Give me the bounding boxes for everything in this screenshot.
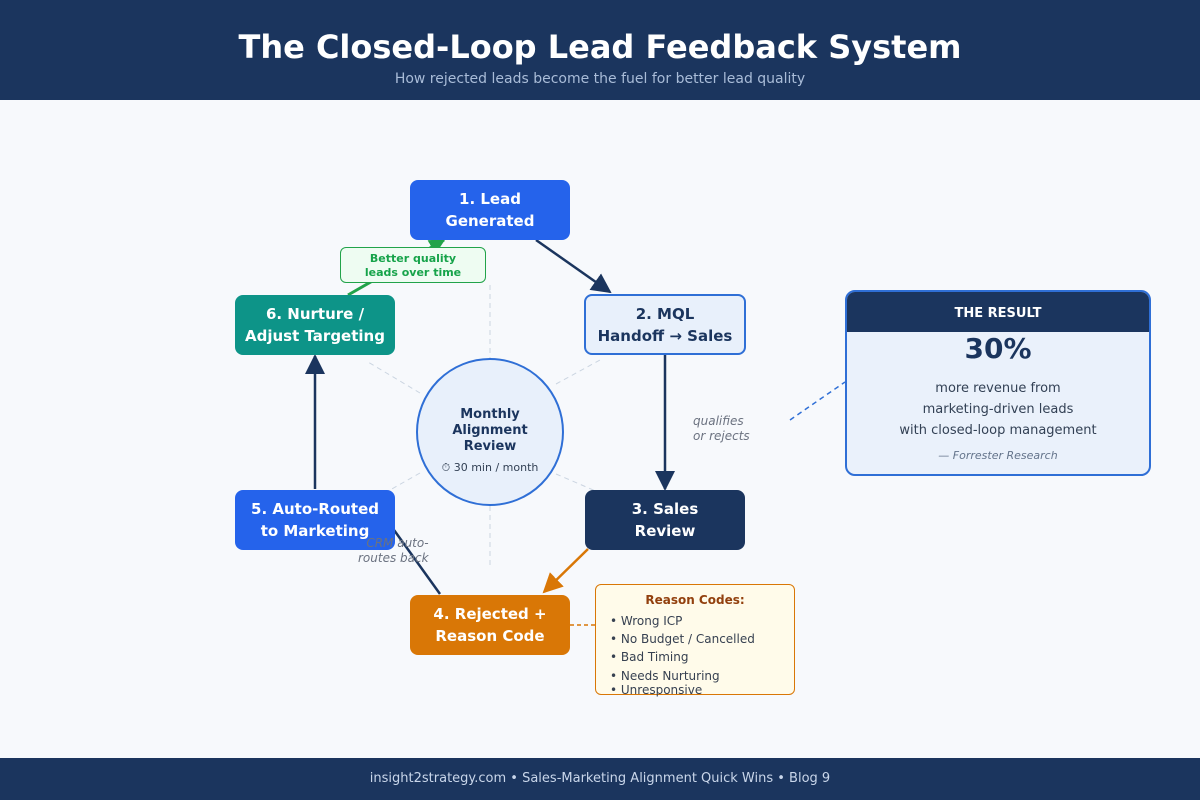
page-subtitle: How rejected leads become the fuel for b…	[394, 71, 806, 87]
hub-title: Monthly Alignment Review	[452, 407, 528, 454]
edge-label-crm: CRM auto- routes back	[358, 536, 429, 565]
step-1-label: 1. Lead Generated	[445, 190, 535, 230]
reason-code-item: • Bad Timing	[610, 650, 689, 664]
arrow-rejected-to-routed	[392, 529, 442, 595]
footer: insight2strategy.com • Sales-Marketing A…	[0, 758, 1200, 800]
edge-label-qualifies: qualifies or rejects	[693, 414, 750, 443]
step-rejected-reason-code: 4. Rejected + Reason Code	[410, 595, 570, 655]
step-lead-generated: 1. Lead Generated	[410, 180, 570, 240]
result-description: more revenue from marketing-driven leads…	[899, 381, 1097, 438]
step-6-label: 6. Nurture / Adjust Targeting	[245, 305, 385, 345]
reason-code-item: • Wrong ICP	[610, 614, 683, 628]
reason-codes-box: Reason Codes: • Wrong ICP • No Budget / …	[595, 584, 795, 696]
benefit-text: Better quality leads over time	[364, 252, 462, 279]
footer-text: insight2strategy.com • Sales-Marketing A…	[369, 771, 831, 786]
step-4-label: 4. Rejected + Reason Code	[433, 605, 547, 645]
result-card: THE RESULT 30% more revenue from marketi…	[845, 290, 1151, 476]
reason-codes-title: Reason Codes:	[645, 593, 745, 607]
step-5-label: 5. Auto-Routed to Marketing	[251, 500, 379, 540]
step-3-label: 3. Sales Review	[631, 500, 699, 540]
step-nurture-adjust: 6. Nurture / Adjust Targeting	[235, 295, 395, 355]
arrow-lead-to-mql	[535, 238, 612, 294]
hub-spokes	[367, 285, 601, 566]
step-mql-handoff: 2. MQL Handoff → Sales	[584, 294, 746, 355]
monthly-review-hub: Monthly Alignment Review ⏱ 30 min / mont…	[416, 358, 564, 506]
reason-code-item: • Unresponsive	[610, 683, 703, 697]
step-sales-review: 3. Sales Review	[585, 490, 745, 550]
benefit-label: Better quality leads over time	[340, 247, 486, 283]
reason-code-item: • Needs Nurturing	[610, 669, 720, 683]
result-stat: 30%	[964, 332, 1032, 365]
step-auto-routed: 5. Auto-Routed to Marketing	[235, 490, 395, 550]
hub-subtitle: ⏱ 30 min / month	[441, 461, 539, 474]
page-title: The Closed-Loop Lead Feedback System	[238, 28, 962, 66]
result-connector	[789, 381, 846, 421]
result-heading: THE RESULT	[847, 292, 1149, 332]
step-2-label: 2. MQL Handoff → Sales	[597, 304, 733, 345]
arrow-review-to-rejected	[542, 548, 589, 594]
reason-codes-list: • Wrong ICP • No Budget / Cancelled • Ba…	[610, 612, 755, 696]
reason-code-item: • No Budget / Cancelled	[610, 632, 755, 646]
header-banner: The Closed-Loop Lead Feedback System How…	[0, 0, 1200, 100]
result-source: — Forrester Research	[938, 449, 1058, 462]
